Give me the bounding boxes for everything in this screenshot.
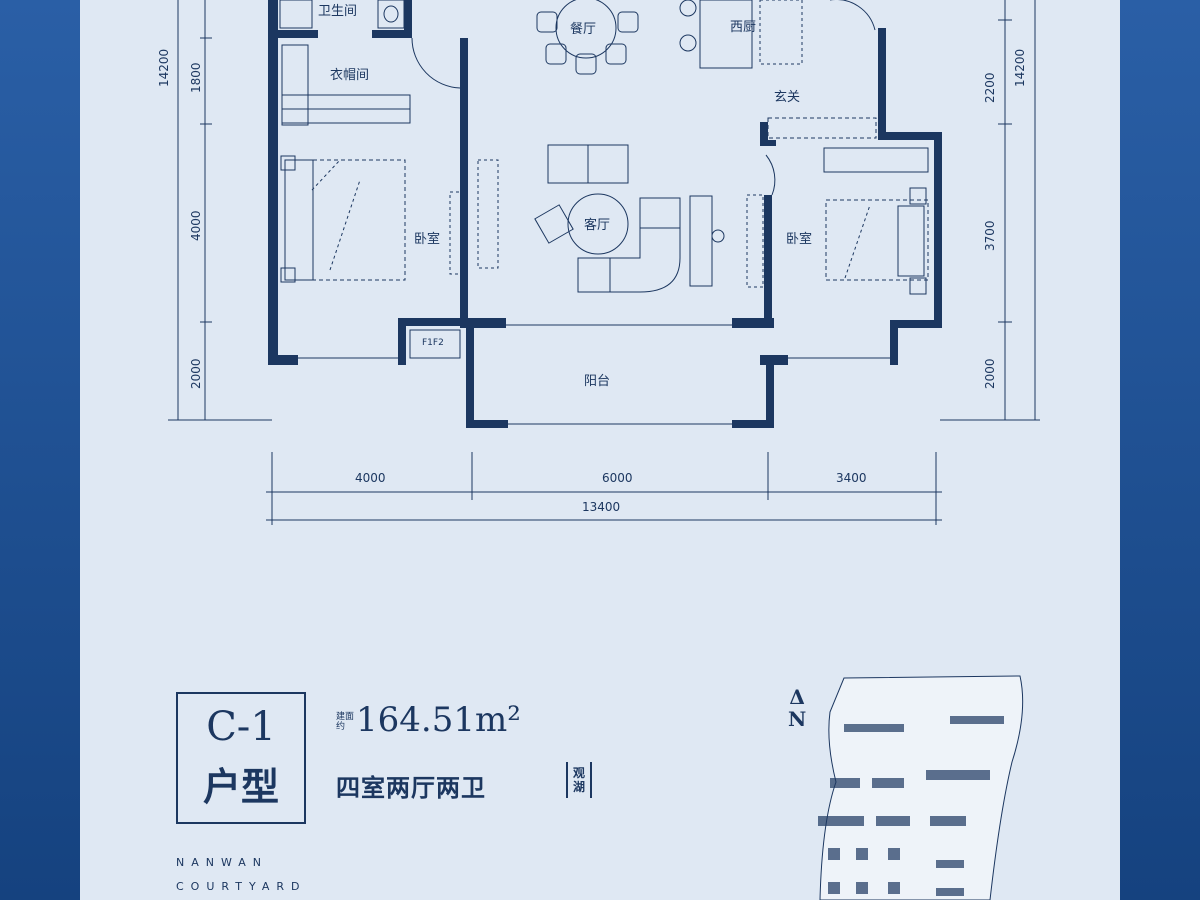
dim-right-3: 2000 (983, 358, 997, 389)
room-label-balcony: 阳台 (584, 374, 611, 389)
shaft-label: F1F2 (422, 338, 444, 348)
site-plan-thumbnail (818, 675, 1024, 900)
unit-type-box: C-1 户型 (176, 692, 306, 824)
unit-type-name: 户型 (202, 764, 279, 809)
dim-bottom-2: 6000 (602, 471, 633, 485)
north-label: N (788, 707, 807, 731)
view-tag: 观湖 (566, 762, 592, 798)
room-label-living: 客厅 (584, 218, 611, 233)
dim-bottom-total: 13400 (582, 500, 621, 514)
project-name-line2: COURTYARD (176, 880, 307, 893)
area-prefix: 建面约 (336, 712, 355, 732)
dim-left-1: 1800 (189, 62, 203, 93)
dim-bottom-1: 4000 (355, 471, 386, 485)
room-label-dining: 餐厅 (570, 22, 597, 37)
room-label-cloakroom: 衣帽间 (330, 68, 370, 83)
north-compass: Δ N (788, 686, 806, 730)
floor-plan (168, 0, 1040, 525)
dim-left-total: 14200 (157, 48, 171, 87)
dim-right-1: 2200 (983, 72, 997, 103)
dim-right-total: 14200 (1013, 48, 1027, 87)
unit-type-code: C-1 (206, 704, 276, 750)
project-name-line1: NANWAN (176, 856, 269, 869)
dim-right-2: 3700 (983, 220, 997, 251)
dim-left-3: 2000 (189, 358, 203, 389)
room-label-bedroom-left: 卧室 (414, 232, 441, 247)
room-layout: 四室两厅两卫 (336, 773, 486, 802)
room-label-western-kitchen: 西厨 (730, 20, 757, 35)
dim-bottom-3: 3400 (836, 471, 867, 485)
room-label-bathroom: 卫生间 (318, 4, 358, 19)
room-label-foyer: 玄关 (774, 90, 801, 105)
area-value: 164.51m² (356, 700, 521, 740)
dim-left-2: 4000 (189, 210, 203, 241)
room-label-bedroom-right: 卧室 (786, 232, 813, 247)
left-blue-band (0, 0, 80, 900)
right-blue-band (1120, 0, 1200, 900)
north-arrow-icon: Δ (789, 685, 805, 709)
